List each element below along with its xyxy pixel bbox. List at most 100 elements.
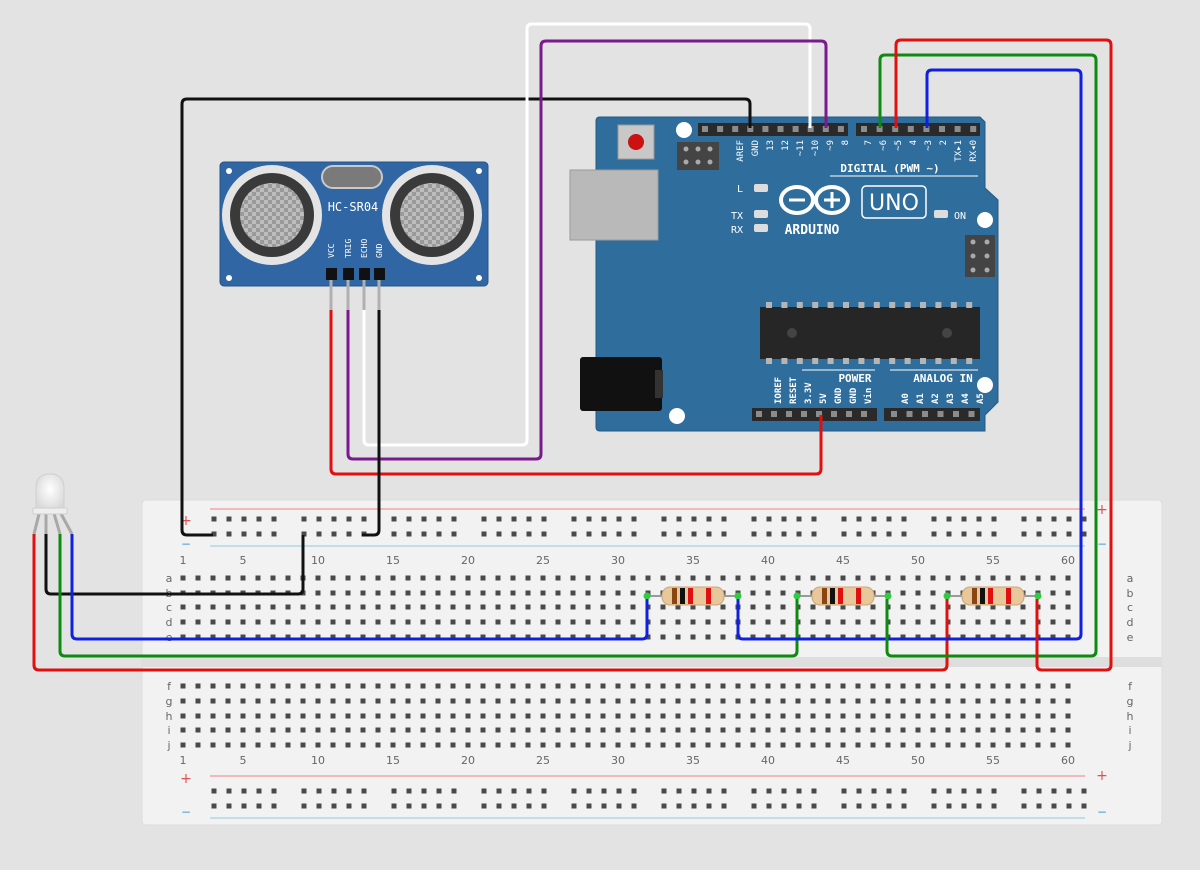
led-label-rx: RX — [731, 225, 743, 236]
column-number: 5 — [240, 554, 247, 567]
header-pin[interactable] — [762, 126, 769, 132]
rail-plus-bottom-left: + — [180, 771, 192, 787]
header-pin[interactable] — [846, 411, 852, 417]
transducer-left — [222, 165, 322, 265]
column-number: 5 — [240, 754, 247, 767]
header-pin[interactable] — [837, 126, 844, 132]
sensor-pin-header — [359, 268, 370, 280]
resistor[interactable] — [643, 586, 742, 606]
column-number: 20 — [461, 554, 475, 567]
sensor-pin-header — [374, 268, 385, 280]
column-number: 1 — [180, 554, 187, 567]
wire-white-echo — [362, 22, 812, 447]
row-letter: h — [1127, 710, 1134, 723]
column-number: 1 — [180, 754, 187, 767]
sensor-pin-header — [326, 268, 337, 280]
analog-pin-label: A0 — [901, 393, 911, 404]
analog-pin-label: A2 — [931, 393, 941, 404]
usb-port — [569, 169, 659, 241]
header-pin[interactable] — [891, 411, 897, 417]
header-pin[interactable] — [876, 126, 883, 132]
header-pin[interactable] — [953, 411, 959, 417]
column-number: 30 — [611, 554, 625, 567]
header-pin[interactable] — [792, 126, 799, 132]
resistor[interactable] — [793, 586, 892, 606]
wire-red-led — [32, 534, 949, 672]
digital-pin-label: ~10 — [811, 140, 821, 156]
row-letter: h — [166, 710, 173, 723]
header-pin[interactable] — [717, 126, 724, 132]
header-pin[interactable] — [747, 126, 754, 132]
header-pin[interactable] — [968, 411, 975, 417]
column-number: 20 — [461, 754, 475, 767]
row-letter: f — [1128, 680, 1133, 693]
power-pin-label: Vin — [863, 388, 874, 404]
column-number: 40 — [761, 754, 775, 767]
wire-blue-pin3 — [736, 68, 1083, 641]
sensor-pin-label: TRIG — [344, 239, 353, 258]
header-pin[interactable] — [892, 126, 899, 132]
column-number: 15 — [386, 754, 400, 767]
column-number: 45 — [836, 554, 850, 567]
header-pin[interactable] — [954, 126, 961, 132]
header-pin[interactable] — [732, 126, 739, 132]
power-pin-label: GND — [849, 387, 859, 404]
sensor-pin-header — [343, 268, 354, 280]
transducer-right — [382, 165, 482, 265]
header-pin[interactable] — [702, 126, 708, 132]
reset-button[interactable] — [617, 124, 655, 160]
header-pin[interactable] — [970, 126, 977, 132]
sensor-pin-label: ECHO — [360, 239, 369, 258]
row-letter: j — [166, 739, 170, 752]
header-pin[interactable] — [923, 126, 930, 132]
header-pin[interactable] — [771, 411, 777, 417]
power-label: POWER — [838, 372, 871, 385]
header-pin[interactable] — [822, 126, 829, 132]
digital-pin-label: ~5 — [894, 140, 904, 151]
sensor-pin-label: GND — [375, 243, 384, 258]
header-pin[interactable] — [937, 411, 944, 417]
column-number: 60 — [1061, 554, 1075, 567]
header-pin[interactable] — [906, 411, 913, 417]
row-letter: g — [1127, 695, 1134, 708]
header-pin[interactable] — [861, 411, 867, 417]
digital-pin-label: 13 — [766, 140, 776, 151]
digital-pin-label: ~3 — [924, 140, 934, 151]
header-pin[interactable] — [807, 126, 814, 132]
header-pin[interactable] — [801, 411, 807, 417]
header-pin[interactable] — [831, 411, 837, 417]
header-pin[interactable] — [786, 411, 792, 417]
wire-black-gnd — [180, 97, 752, 537]
digital-pin-label: ~9 — [826, 140, 836, 151]
digital-pin-label: AREF — [736, 140, 746, 162]
digital-pin-label: 8 — [841, 140, 851, 145]
header-pin[interactable] — [756, 411, 762, 417]
column-number: 35 — [686, 554, 700, 567]
resistor[interactable] — [943, 586, 1042, 606]
rgb-led[interactable] — [32, 473, 74, 535]
digital-pin-label: TX▸1 — [954, 140, 964, 162]
row-letter: d — [1127, 616, 1134, 629]
column-number: 35 — [686, 754, 700, 767]
rail-plus-top-left: + — [180, 513, 192, 529]
rail-minus-bottom-left: − — [181, 805, 191, 819]
header-pin[interactable] — [816, 411, 822, 417]
header-pin[interactable] — [777, 126, 784, 132]
header-pin[interactable] — [861, 126, 867, 132]
header-pin[interactable] — [922, 411, 928, 417]
header-pin[interactable] — [939, 126, 945, 132]
row-letter: a — [166, 572, 173, 585]
analog-pin-label: A4 — [961, 393, 971, 404]
digital-pin-label: 12 — [781, 140, 791, 151]
digital-pin-label: ~6 — [879, 140, 889, 151]
analog-label: ANALOG IN — [913, 372, 973, 385]
power-pin-label: 3.3V — [804, 382, 814, 404]
on-label: ON — [954, 211, 966, 222]
led-label-l: L — [737, 184, 743, 195]
row-letter: g — [166, 695, 173, 708]
row-letter: j — [1127, 739, 1131, 752]
header-pin[interactable] — [907, 126, 914, 132]
digital-pin-label: GND — [751, 140, 761, 156]
